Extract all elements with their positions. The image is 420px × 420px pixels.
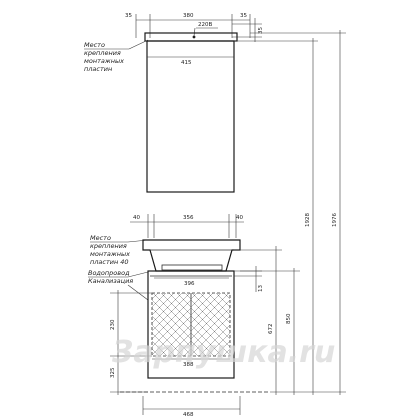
mount-note-line-1: Место xyxy=(84,41,105,49)
water-note-line-2: Канализация xyxy=(88,277,133,285)
dim-1976: 1976 xyxy=(332,213,338,227)
mount-note-line-2: крепления xyxy=(84,49,121,57)
dim-850: 850 xyxy=(286,313,292,324)
dim-side: 35 xyxy=(258,27,264,34)
dim-415: 415 xyxy=(181,60,192,66)
plumbing-note: Водопровод Канализация xyxy=(88,269,149,301)
dim-672: 672 xyxy=(268,324,274,335)
dim-1928: 1928 xyxy=(305,213,311,227)
dim-top-left: 35 xyxy=(125,13,132,19)
dim-13: 13 xyxy=(258,285,264,292)
watermark: Зарпушка.ru xyxy=(111,335,335,370)
mount-plate-note-top: Место крепления монтажных пластин xyxy=(84,39,149,73)
dim-top-right: 35 xyxy=(240,13,247,19)
dim-top-center: 380 xyxy=(183,13,194,19)
mirror-cabinet: 35 380 35 220В 35 415 Место крепления мо… xyxy=(84,13,264,193)
power-outlet-icon xyxy=(192,35,196,39)
mount-note-b-line-1: Место xyxy=(90,234,111,242)
dim-bottom-top-right: 40 xyxy=(236,215,243,221)
dim-bottom-top-left: 40 xyxy=(133,215,140,221)
mount-note-b-line-4: пластин 40 xyxy=(90,258,129,266)
dim-468: 468 xyxy=(183,412,194,418)
dim-388: 388 xyxy=(183,362,194,368)
mount-note-b-line-2: крепления xyxy=(90,242,127,250)
mount-note-line-4: пластин xyxy=(84,65,112,73)
dim-bottom-top-center: 356 xyxy=(183,215,194,221)
dim-230: 230 xyxy=(110,319,116,330)
mount-plate-note-bottom: Место крепления монтажных пластин 40 xyxy=(90,234,149,266)
mount-note-line-3: монтажных xyxy=(84,57,124,65)
vanity-unit: 40 356 40 Место крепления монтажных плас… xyxy=(88,214,270,418)
power-label: 220В xyxy=(198,22,212,28)
mount-note-b-line-3: монтажных xyxy=(90,250,130,258)
overall-height-dims: 672 850 1928 1976 xyxy=(234,30,346,395)
plumbing-zone xyxy=(151,292,231,357)
dim-396: 396 xyxy=(184,281,195,287)
water-note-line-1: Водопровод xyxy=(88,269,130,277)
dim-325: 325 xyxy=(110,367,116,378)
